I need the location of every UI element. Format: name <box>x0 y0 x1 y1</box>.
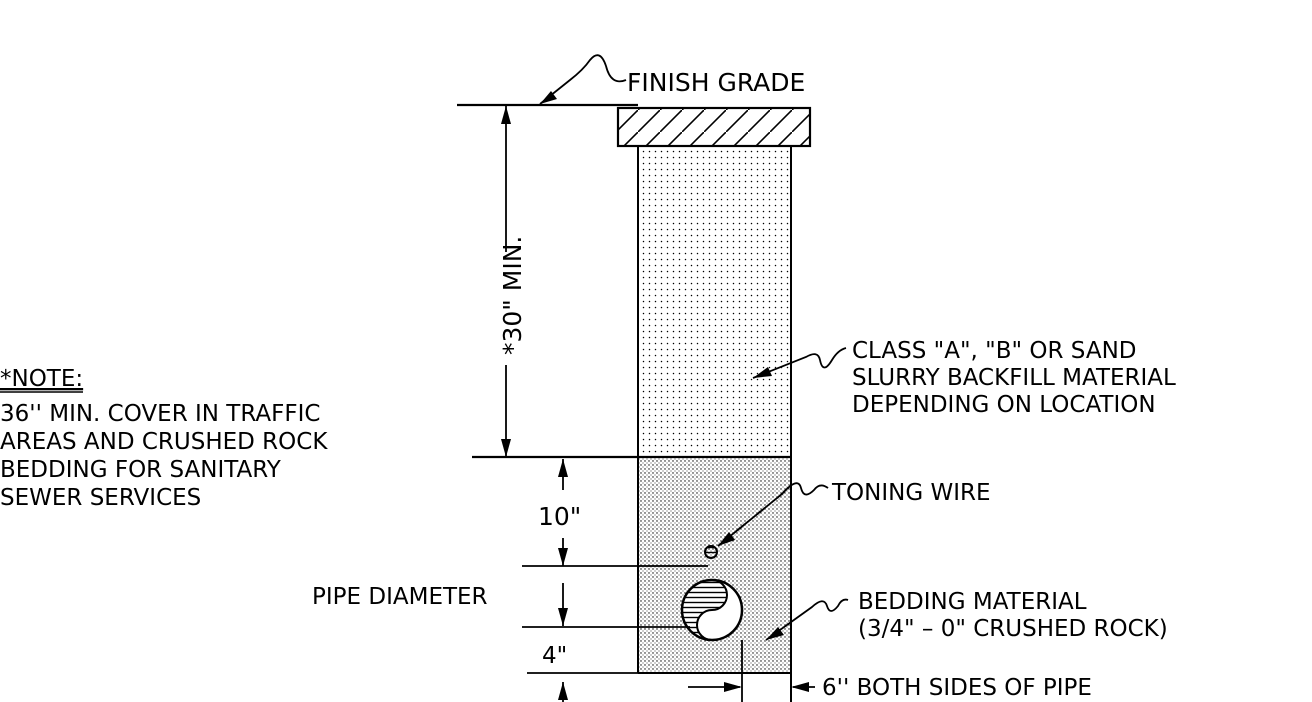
dim-10-label: 10" <box>538 502 581 531</box>
finish-grade-leader <box>539 54 627 105</box>
pipe-diameter-label: PIPE DIAMETER <box>312 584 488 610</box>
note-line-1: 36'' MIN. COVER IN TRAFFIC <box>0 401 320 427</box>
note-heading: *NOTE: <box>0 366 83 392</box>
toning-wire-leader <box>717 482 829 547</box>
toning-wire-label: TONING WIRE <box>831 480 991 506</box>
backfill-leader <box>752 347 847 379</box>
cover-min-label: *30" MIN. <box>498 236 527 355</box>
backfill-label-line1: CLASS "A", "B" OR SAND <box>852 338 1136 364</box>
finish-grade-label: FINISH GRADE <box>627 68 805 97</box>
side-clearance-label: 6'' BOTH SIDES OF PIPE <box>822 675 1092 701</box>
dim-4-label: 4" <box>542 643 567 669</box>
bedding-label-line2: (3/4" – 0" CRUSHED ROCK) <box>858 616 1168 642</box>
cover-dimension <box>501 106 511 457</box>
note-line-3: BEDDING FOR SANITARY <box>0 457 282 483</box>
side-clearance-dimension <box>688 640 815 702</box>
note-block: *NOTE: 36'' MIN. COVER IN TRAFFIC AREAS … <box>0 366 328 511</box>
backfill-zone <box>638 146 791 457</box>
pipe <box>680 578 744 642</box>
bedding-leader <box>765 598 849 641</box>
backfill-label-line3: DEPENDING ON LOCATION <box>852 392 1156 418</box>
surface-slab <box>616 106 812 148</box>
backfill-label-line2: SLURRY BACKFILL MATERIAL <box>852 365 1176 391</box>
toning-wire <box>704 545 718 559</box>
note-line-4: SEWER SERVICES <box>0 485 201 511</box>
lower-dimension-chain <box>522 459 708 702</box>
bedding-label-line1: BEDDING MATERIAL <box>858 589 1087 615</box>
note-line-2: AREAS AND CRUSHED ROCK <box>0 429 328 455</box>
